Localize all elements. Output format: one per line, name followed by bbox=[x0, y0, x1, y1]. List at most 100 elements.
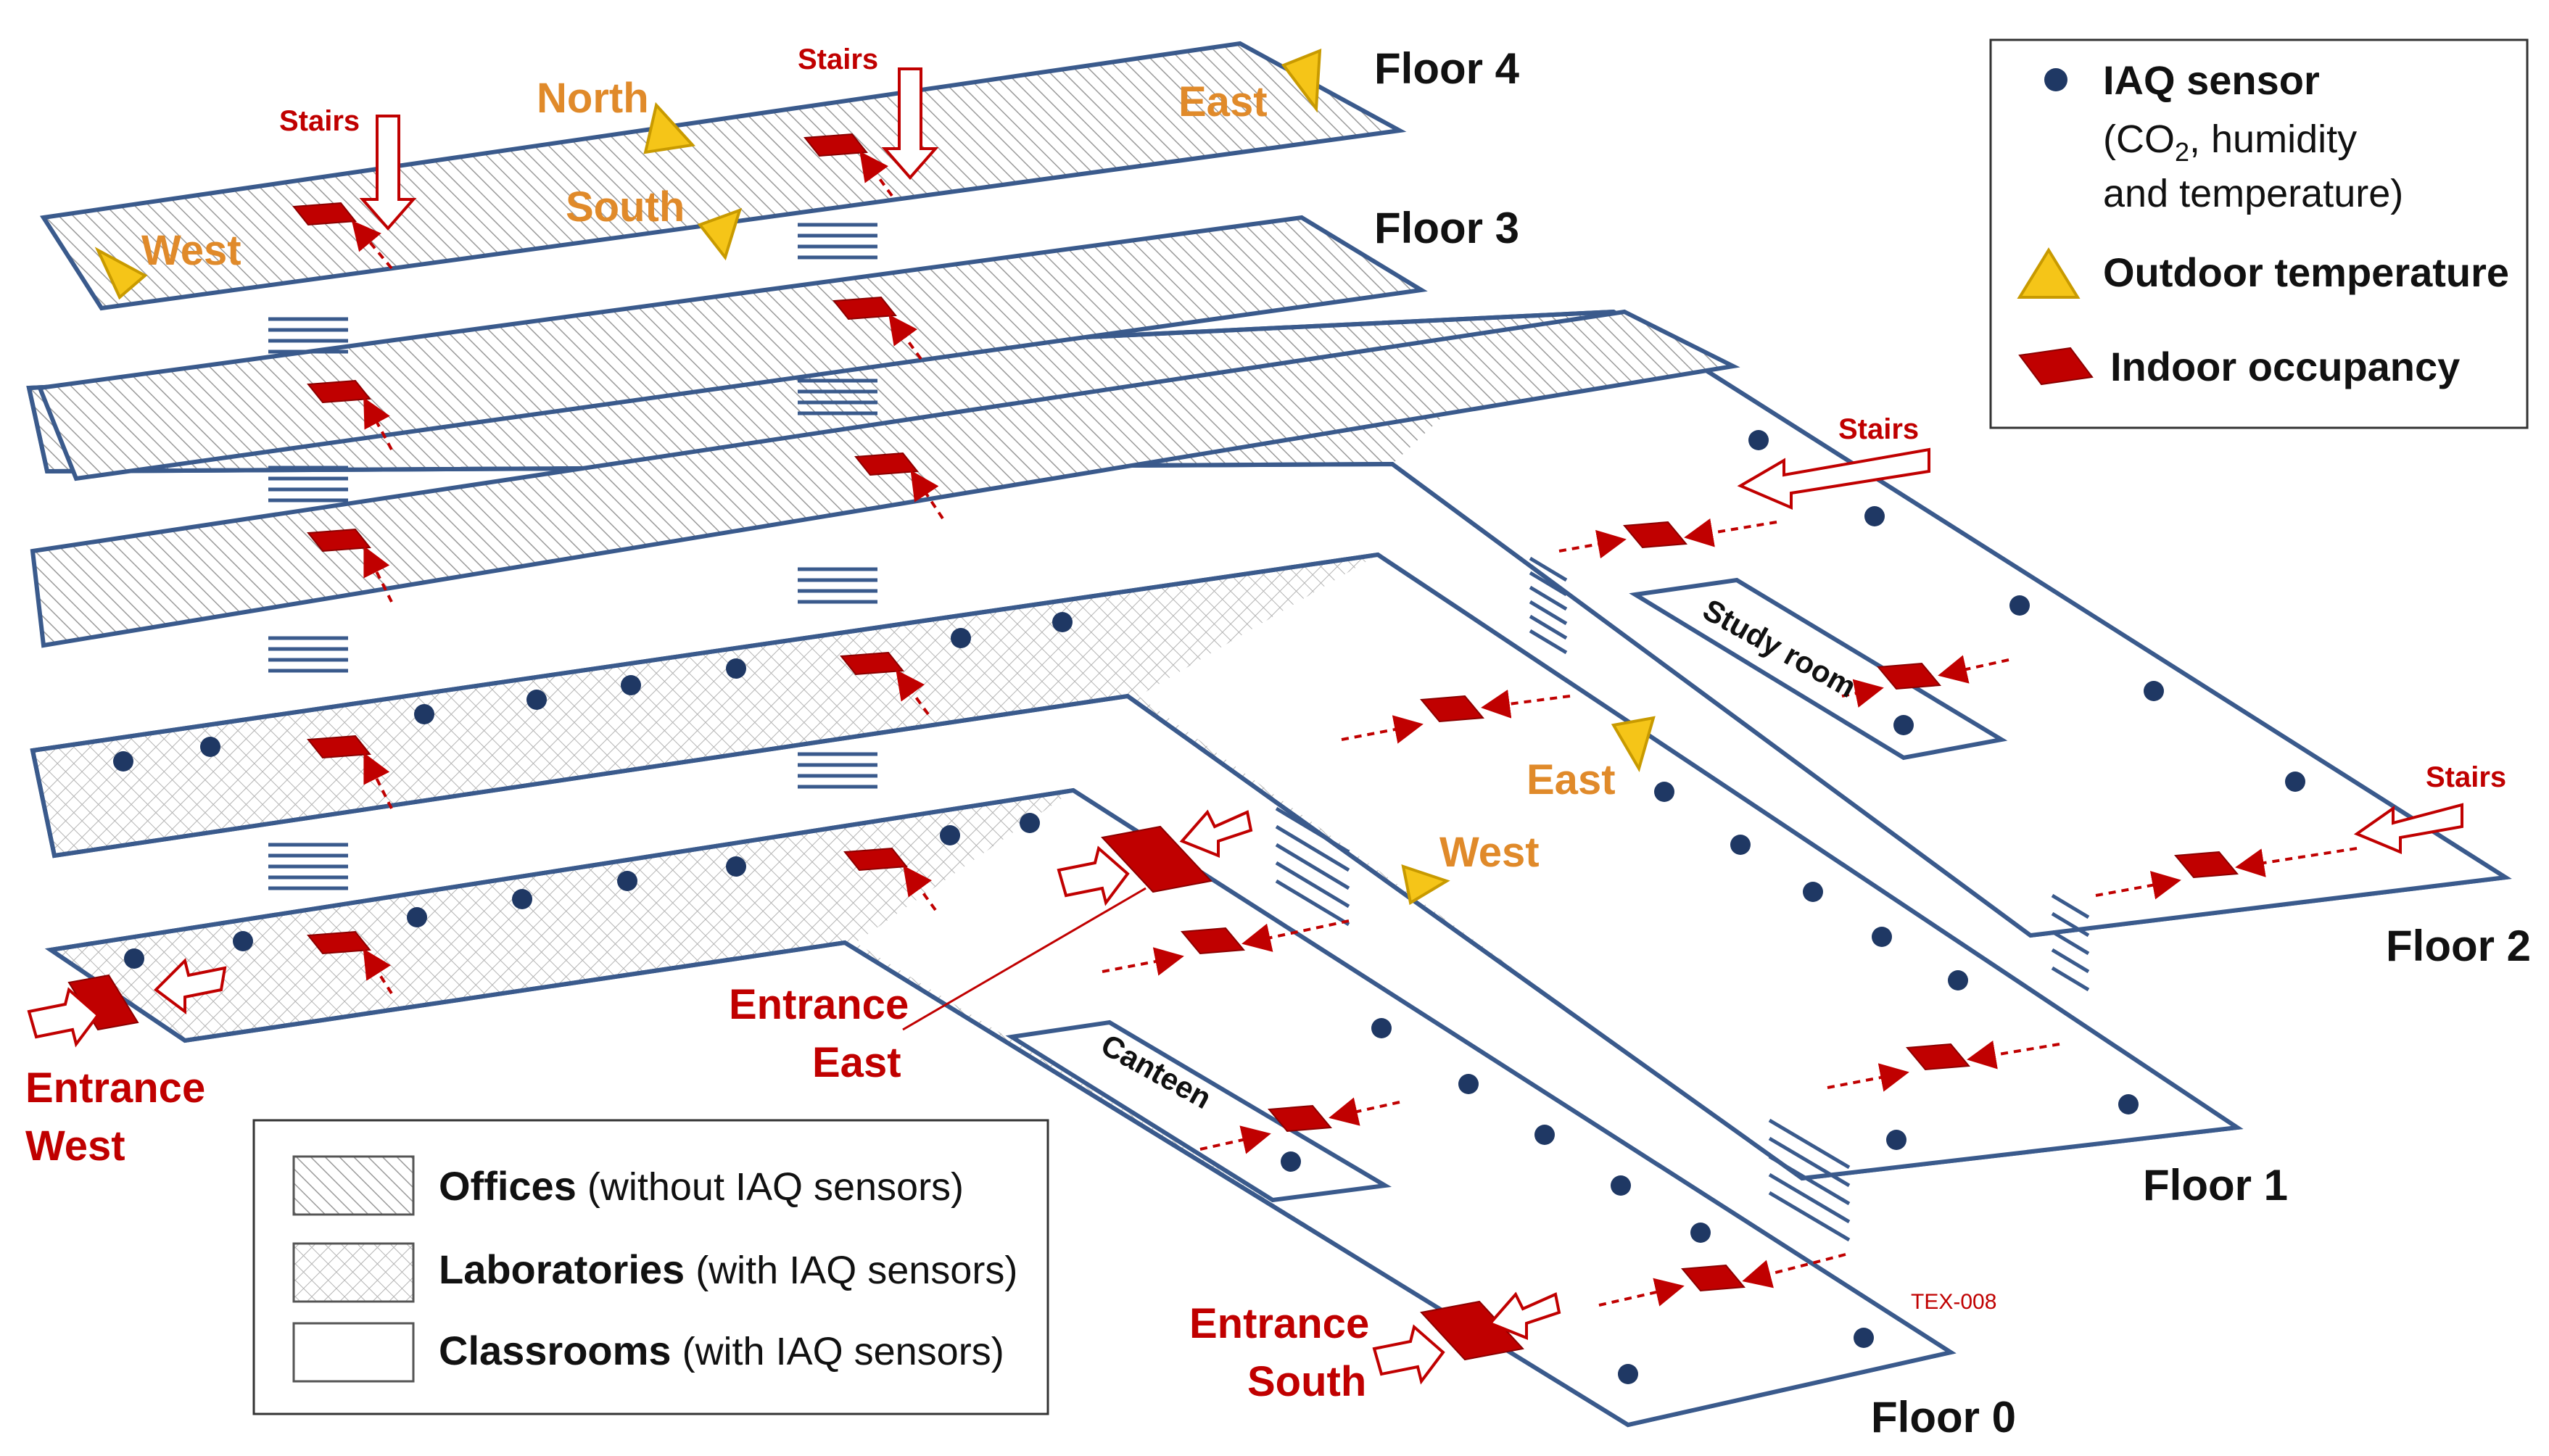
entrance-arrow bbox=[1372, 1324, 1445, 1385]
iaq-sensor bbox=[200, 737, 220, 757]
iaq-sensor bbox=[1864, 506, 1885, 526]
entrance-arrow bbox=[1487, 1291, 1561, 1340]
outdoor-triangle bbox=[94, 247, 148, 300]
iaq-sensor bbox=[940, 825, 960, 845]
stairs-label: Stairs bbox=[279, 105, 360, 137]
study-room bbox=[1629, 577, 2008, 761]
stairs-right-south-2 bbox=[2051, 893, 2090, 992]
stairs-label: Stairs bbox=[2426, 761, 2506, 793]
iaq-sensor bbox=[1690, 1223, 1711, 1243]
stairs-label: Stairs bbox=[798, 44, 878, 75]
legend-room-types: Offices (without IAQ sensors) Laboratori… bbox=[252, 1119, 1049, 1415]
legend-offices-swatch bbox=[292, 1155, 415, 1216]
legend-iaq-line2: (CO2, humidity bbox=[2103, 117, 2357, 167]
legend-labs-bold: Laboratories bbox=[439, 1246, 685, 1292]
legend-labs-rest: (with IAQ sensors) bbox=[685, 1249, 1017, 1292]
iaq-sensor bbox=[1611, 1175, 1631, 1196]
entrance-arrow bbox=[1057, 845, 1130, 906]
stairs-labels: Stairs Stairs Stairs Stairs bbox=[279, 44, 2506, 793]
legend-offices-bold: Offices bbox=[439, 1163, 577, 1209]
floor-1-label: Floor 1 bbox=[2143, 1161, 2288, 1209]
floor-3-label: Floor 3 bbox=[1374, 204, 1519, 252]
iaq-sensor bbox=[621, 675, 641, 695]
floor-2-label: Floor 2 bbox=[2386, 922, 2531, 970]
iaq-sensor bbox=[2009, 595, 2030, 616]
legend-classrooms-text: Classrooms (with IAQ sensors) bbox=[439, 1328, 1004, 1373]
floor-1-upper-strip bbox=[30, 309, 1740, 648]
entrance-east-line1: Entrance bbox=[729, 981, 909, 1028]
outdoor-triangle bbox=[697, 207, 743, 261]
entrance-arrow bbox=[153, 958, 227, 1014]
stairs-mid-f3f2 bbox=[798, 379, 877, 415]
entrance-labels: Entrance West Entrance East Entrance Sou… bbox=[25, 981, 1369, 1405]
iaq-sensor bbox=[617, 871, 637, 891]
south-label: South bbox=[566, 183, 685, 231]
iaq-sensor bbox=[1371, 1018, 1392, 1038]
floor-1 bbox=[30, 552, 2244, 1181]
floor-0-label: Floor 0 bbox=[1871, 1393, 2016, 1441]
outdoor-triangle bbox=[1401, 864, 1450, 906]
stairs-label: Stairs bbox=[1838, 413, 1919, 445]
entrance-south-sensor bbox=[1420, 1300, 1524, 1361]
iaq-sensor bbox=[1020, 813, 1040, 833]
legend-markers: IAQ sensor (CO2, humidity and temperatur… bbox=[1989, 38, 2529, 429]
iaq-sensors bbox=[113, 430, 2305, 1384]
stairs-arrow bbox=[1737, 447, 1930, 510]
entrance-arrow bbox=[1179, 809, 1253, 858]
floor-4-label: Floor 4 bbox=[1374, 44, 1520, 93]
floor-4-plate bbox=[39, 41, 1407, 311]
outdoor-temperature-sensors bbox=[94, 48, 1656, 906]
iaq-sensor bbox=[726, 658, 746, 679]
occupancy-sensor bbox=[1877, 662, 1941, 690]
legend-outdoor-label: Outdoor temperature bbox=[2103, 249, 2509, 295]
occupancy-sensor bbox=[1268, 1104, 1332, 1133]
iaq-sensor bbox=[113, 751, 133, 772]
stairs-mid-f2f1 bbox=[798, 567, 877, 604]
iaq-sensor bbox=[124, 948, 144, 969]
east-top-label: East bbox=[1178, 78, 1268, 125]
north-label: North bbox=[537, 75, 649, 122]
iaq-sensor bbox=[1654, 782, 1674, 802]
entrance-east-sensor bbox=[1101, 825, 1212, 893]
west-mid-label: West bbox=[1439, 829, 1540, 876]
legend-occupancy-label: Indoor occupancy bbox=[2110, 344, 2460, 389]
stairs-arrow bbox=[2353, 803, 2463, 854]
legend-outdoor-triangle bbox=[2017, 247, 2081, 299]
legend-classrooms-bold: Classrooms bbox=[439, 1328, 672, 1373]
entrance-south-line2: South bbox=[1247, 1358, 1366, 1405]
legend-offices-text: Offices (without IAQ sensors) bbox=[439, 1163, 964, 1209]
legend-iaq-dot bbox=[2044, 68, 2067, 91]
iaq-sensor bbox=[1886, 1130, 1906, 1150]
legend-iaq-line2-pre: (CO bbox=[2103, 117, 2175, 161]
entrance-arrow bbox=[27, 987, 100, 1048]
iaq-sensor bbox=[1854, 1328, 1874, 1348]
stairs-left-f3f2 bbox=[268, 466, 348, 502]
legend-labs-swatch bbox=[292, 1242, 415, 1303]
stairs-arrow bbox=[359, 115, 417, 231]
floor-labels: Floor 4 Floor 3 Floor 2 Floor 1 Floor 0 bbox=[1374, 44, 2531, 1441]
code-label: TEX-008 bbox=[1911, 1290, 1996, 1314]
legend-classrooms-rest: (with IAQ sensors) bbox=[672, 1330, 1004, 1373]
orientation-labels: North South East West East West bbox=[141, 75, 1616, 876]
stairs-arrow bbox=[881, 67, 939, 181]
iaq-sensor bbox=[1748, 430, 1769, 450]
iaq-sensor bbox=[1534, 1125, 1555, 1145]
stairs-arrows bbox=[27, 67, 2463, 1385]
legend-iaq-line2-post: , humidity bbox=[2189, 117, 2357, 161]
iaq-sensor bbox=[2144, 681, 2164, 701]
iaq-sensor bbox=[233, 931, 253, 951]
legend-iaq-line2-sub: 2 bbox=[2175, 137, 2189, 167]
iaq-sensor bbox=[526, 690, 547, 710]
iaq-sensor bbox=[407, 907, 427, 927]
iaq-sensor bbox=[1948, 970, 1968, 990]
legend-iaq-title: IAQ sensor bbox=[2103, 57, 2320, 103]
east-mid-label: East bbox=[1526, 756, 1616, 803]
entrance-west-line2: West bbox=[25, 1122, 125, 1170]
stairs-right-east-0 bbox=[1275, 806, 1350, 927]
legend-classrooms-swatch bbox=[292, 1322, 415, 1383]
legend-offices-rest: (without IAQ sensors) bbox=[577, 1165, 964, 1209]
iaq-sensor bbox=[1618, 1364, 1638, 1384]
legend-occupancy-shape bbox=[2018, 347, 2094, 386]
stairs-left-f1f0 bbox=[268, 843, 348, 890]
outdoor-triangle bbox=[1281, 48, 1322, 113]
